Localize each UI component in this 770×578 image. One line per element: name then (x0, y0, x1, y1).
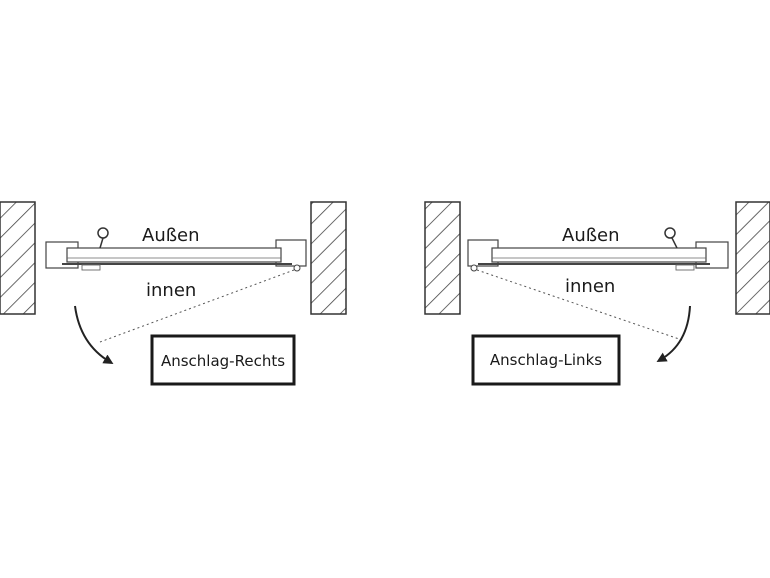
left-bottom-fitting (81, 264, 101, 271)
left-door-panel (66, 247, 282, 263)
right-wall-outer (735, 201, 770, 315)
left-wall-outer (0, 201, 36, 315)
right-diagram: Außen innen Anschlag-Links (424, 201, 770, 386)
right-box (471, 334, 621, 386)
left-diagram: Außen innen Anschlag-Rechts (0, 201, 347, 386)
right-inside-label: innen (565, 276, 615, 297)
right-outside-label: Außen (562, 225, 620, 246)
left-swing-line (99, 269, 295, 343)
left-box-label: Anschlag-Rechts (161, 352, 285, 370)
right-hinge-pivot (470, 264, 478, 272)
right-door-panel (491, 247, 707, 263)
left-box (150, 334, 296, 386)
right-bottom-fitting (675, 264, 695, 271)
left-handle-icon (97, 227, 109, 239)
right-box-label: Anschlag-Links (490, 351, 602, 369)
right-swing-line (476, 269, 683, 341)
left-swing-arrow-icon (74, 305, 114, 365)
left-hinge-pivot (293, 264, 301, 272)
right-wall-inner (424, 201, 461, 315)
left-outside-label: Außen (142, 225, 200, 246)
left-wall-inner (310, 201, 347, 315)
right-handle-icon (664, 227, 676, 239)
left-inside-label: innen (146, 280, 196, 301)
right-swing-arrow-icon (656, 305, 691, 362)
